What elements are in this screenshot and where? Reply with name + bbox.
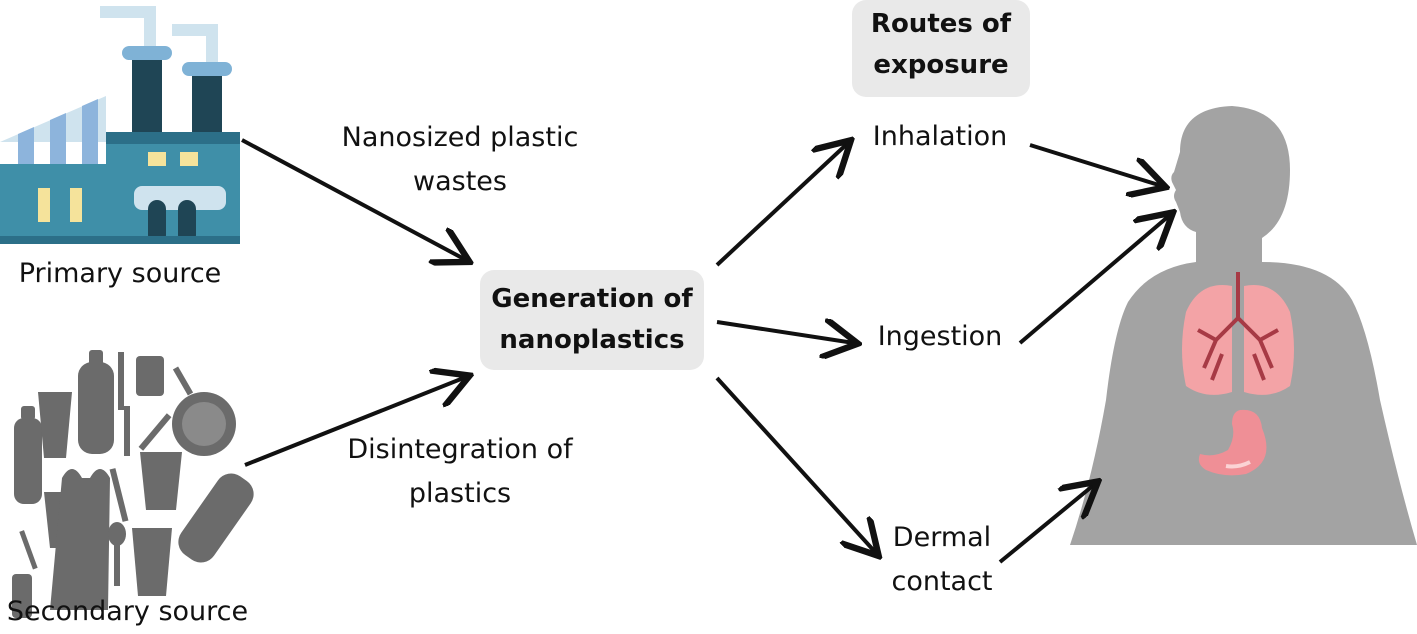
nanosized-line-1: Nanosized plastic: [341, 122, 579, 153]
arrow-secondary-to-generation: [244, 377, 466, 467]
generation-box: Generation of nanoplastics: [480, 270, 704, 370]
ingestion-label: Ingestion: [877, 321, 1003, 352]
arrow-generation-to-dermal: [715, 376, 876, 553]
disintegration-label: Disintegration of plastics: [330, 428, 590, 516]
arrow-generation-to-inhalation: [715, 143, 848, 267]
disintegration-line-1: Disintegration of: [347, 434, 573, 465]
lungs-icon: [1182, 272, 1294, 395]
routes-title-line-1: Routes of: [870, 9, 1012, 39]
arrow-inhalation-to-nose: [1029, 143, 1162, 186]
nanosized-line-2: wastes: [413, 166, 507, 197]
arrow-primary-to-generation: [241, 138, 466, 260]
routes-title-line-2: exposure: [873, 50, 1009, 80]
arrow-generation-to-ingestion: [716, 322, 854, 343]
stomach-icon: [1198, 409, 1267, 476]
nanosized-wastes-label: Nanosized plastic wastes: [330, 116, 590, 204]
inhalation-label: Inhalation: [872, 121, 1008, 152]
generation-line-1: Generation of: [491, 284, 693, 314]
dermal-line-1: Dermal: [892, 522, 992, 553]
generation-line-2: nanoplastics: [499, 325, 685, 355]
secondary-source-label: Secondary source: [6, 596, 249, 627]
dermal-line-2: contact: [891, 566, 993, 597]
dermal-contact-label: Dermal contact: [870, 516, 1014, 604]
arrow-dermal-to-skin: [998, 484, 1095, 564]
routes-title-box: Routes of exposure: [852, 0, 1030, 97]
arrow-ingestion-to-mouth: [1018, 215, 1170, 345]
disintegration-line-2: plastics: [408, 478, 512, 509]
primary-source-label: Primary source: [18, 258, 222, 289]
